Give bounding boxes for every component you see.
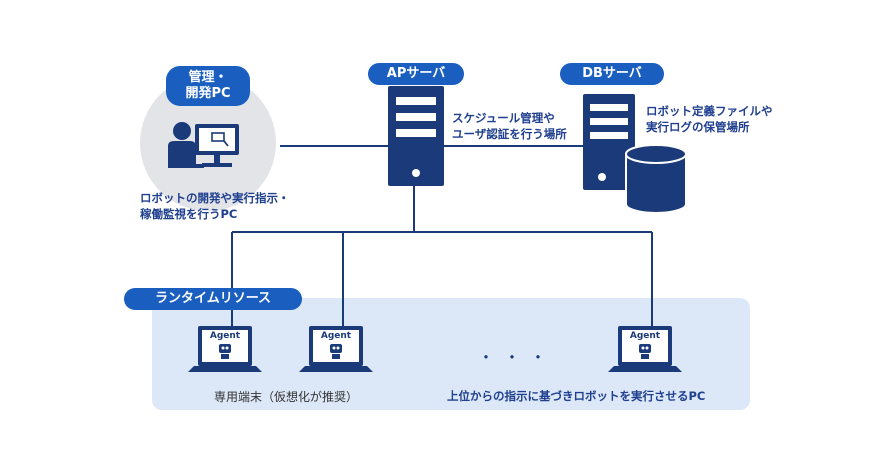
db-server-description-line-1: ロボット定義ファイルや	[646, 104, 773, 118]
dev-pc-description-line-1: ロボットの開発や実行指示・	[140, 191, 290, 205]
dev-pc-label: 管理・ 開発PC	[166, 66, 250, 106]
laptop-robot-icon	[299, 326, 373, 372]
ap-server-description-line-1: スケジュール管理や	[452, 111, 555, 125]
connection-lines	[231, 145, 653, 328]
ap-server-description-line-2: ユーザ認証を行う場所	[452, 127, 567, 141]
laptop-robot-icon	[608, 326, 682, 372]
runtime-resource-panel	[152, 298, 750, 410]
dev-pc-label-line-2: 開発PC	[185, 86, 231, 101]
server-with-database-icon	[583, 94, 687, 214]
laptop-robot-icon	[188, 326, 262, 372]
execution-pc-caption: 上位からの指示に基づきロボットを実行させるPC	[447, 389, 706, 403]
person-at-desktop-icon	[168, 122, 239, 168]
server-tower-icon	[388, 86, 444, 186]
dev-pc-description-line-2: 稼働監視を行うPC	[140, 207, 238, 221]
dev-pc-label-line-1: 管理・	[188, 70, 228, 85]
ap-server-label: APサーバ	[368, 63, 464, 85]
agent-label-2: Agent	[320, 331, 352, 341]
dev-pc-description: ロボットの開発や実行指示・ 稼働監視を行うPC	[140, 190, 290, 222]
db-server-description-line-2: 実行ログの保管場所	[646, 120, 750, 134]
db-server-label: DBサーバ	[560, 63, 664, 85]
db-server-description: ロボット定義ファイルや 実行ログの保管場所	[646, 103, 773, 135]
ap-server-description: スケジュール管理や ユーザ認証を行う場所	[452, 110, 567, 142]
agent-label-1: Agent	[209, 331, 241, 341]
dedicated-terminal-caption: 専用端末（仮想化が推奨）	[214, 390, 359, 404]
more-agents-ellipsis: ・・・	[478, 348, 557, 367]
agent-label-3: Agent	[629, 331, 661, 341]
runtime-resource-label: ランタイムリソース	[124, 288, 302, 310]
